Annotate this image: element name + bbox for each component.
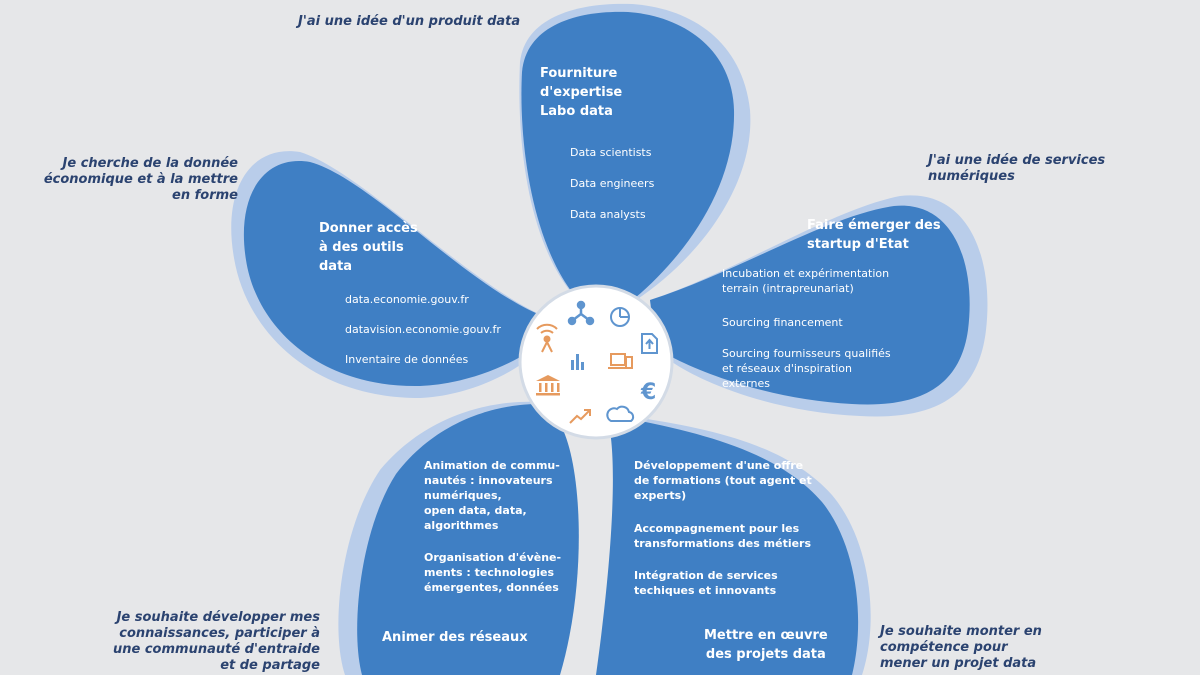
antenna-icon — [536, 323, 558, 353]
petal-outils-item: data.economie.gouv.fr — [345, 293, 469, 306]
question-competence: Je souhaite monter en compétence pour me… — [880, 624, 1042, 671]
petal-startup — [650, 205, 970, 405]
petal-expertise — [521, 11, 735, 310]
petal-outils — [243, 161, 548, 387]
petal-startup-title: Faire émerger des startup d'Etat — [807, 218, 941, 252]
bank-icon — [536, 375, 560, 396]
petal-reseaux — [357, 404, 579, 675]
devices-icon — [608, 353, 633, 369]
petal-outils-title: Donner accès à des outils data — [319, 221, 418, 274]
question-connaissances: Je souhaite développer mes connaissances… — [112, 610, 320, 673]
petal-reseaux-title: Animer des réseaux — [382, 630, 528, 645]
petal-projets-title: Mettre en œuvre des projets data — [704, 628, 828, 662]
petal-reseaux-item: Animation de commu- nautés : innovateurs… — [424, 459, 560, 532]
petal-reseaux-item: Organisation d'évène- ments : technologi… — [424, 551, 562, 594]
cloud-icon — [606, 405, 635, 422]
petal-startup-item: Sourcing fournisseurs qualifiés et résea… — [722, 347, 891, 390]
petal-outils-item: Inventaire de données — [345, 353, 469, 366]
petal-startup-item: Sourcing financement — [722, 316, 843, 329]
petal-expertise-item: Data analysts — [570, 208, 646, 221]
file-upload-icon — [641, 333, 658, 354]
petal-projets-item: Développement d'une offre de formations … — [634, 459, 812, 502]
petal-expertise-item: Data scientists — [570, 146, 652, 159]
petal-expertise-title: Fourniture d'expertise Labo data — [540, 66, 623, 119]
network-icon — [567, 300, 595, 326]
petal-projets-item: Intégration de services techiques et inn… — [634, 569, 778, 597]
petal-projets — [596, 420, 859, 675]
center-disc — [518, 284, 674, 440]
question-donnee: Je cherche de la donnée économique et à … — [43, 156, 238, 203]
petal-outils-item: datavision.economie.gouv.fr — [345, 323, 501, 336]
euro-icon: € — [640, 380, 656, 405]
question-produit: J'ai une idée d'un produit data — [298, 14, 521, 29]
trend-up-icon — [569, 409, 591, 424]
pie-chart-icon — [610, 307, 630, 327]
petal-startup-item: Incubation et expérimentation terrain (i… — [722, 267, 890, 295]
bar-chart-icon — [571, 354, 584, 370]
question-services: J'ai une idée de services numériques — [928, 153, 1106, 184]
petal-projets-item: Accompagnement pour les transformations … — [634, 522, 812, 550]
petal-expertise-item: Data engineers — [570, 177, 655, 190]
